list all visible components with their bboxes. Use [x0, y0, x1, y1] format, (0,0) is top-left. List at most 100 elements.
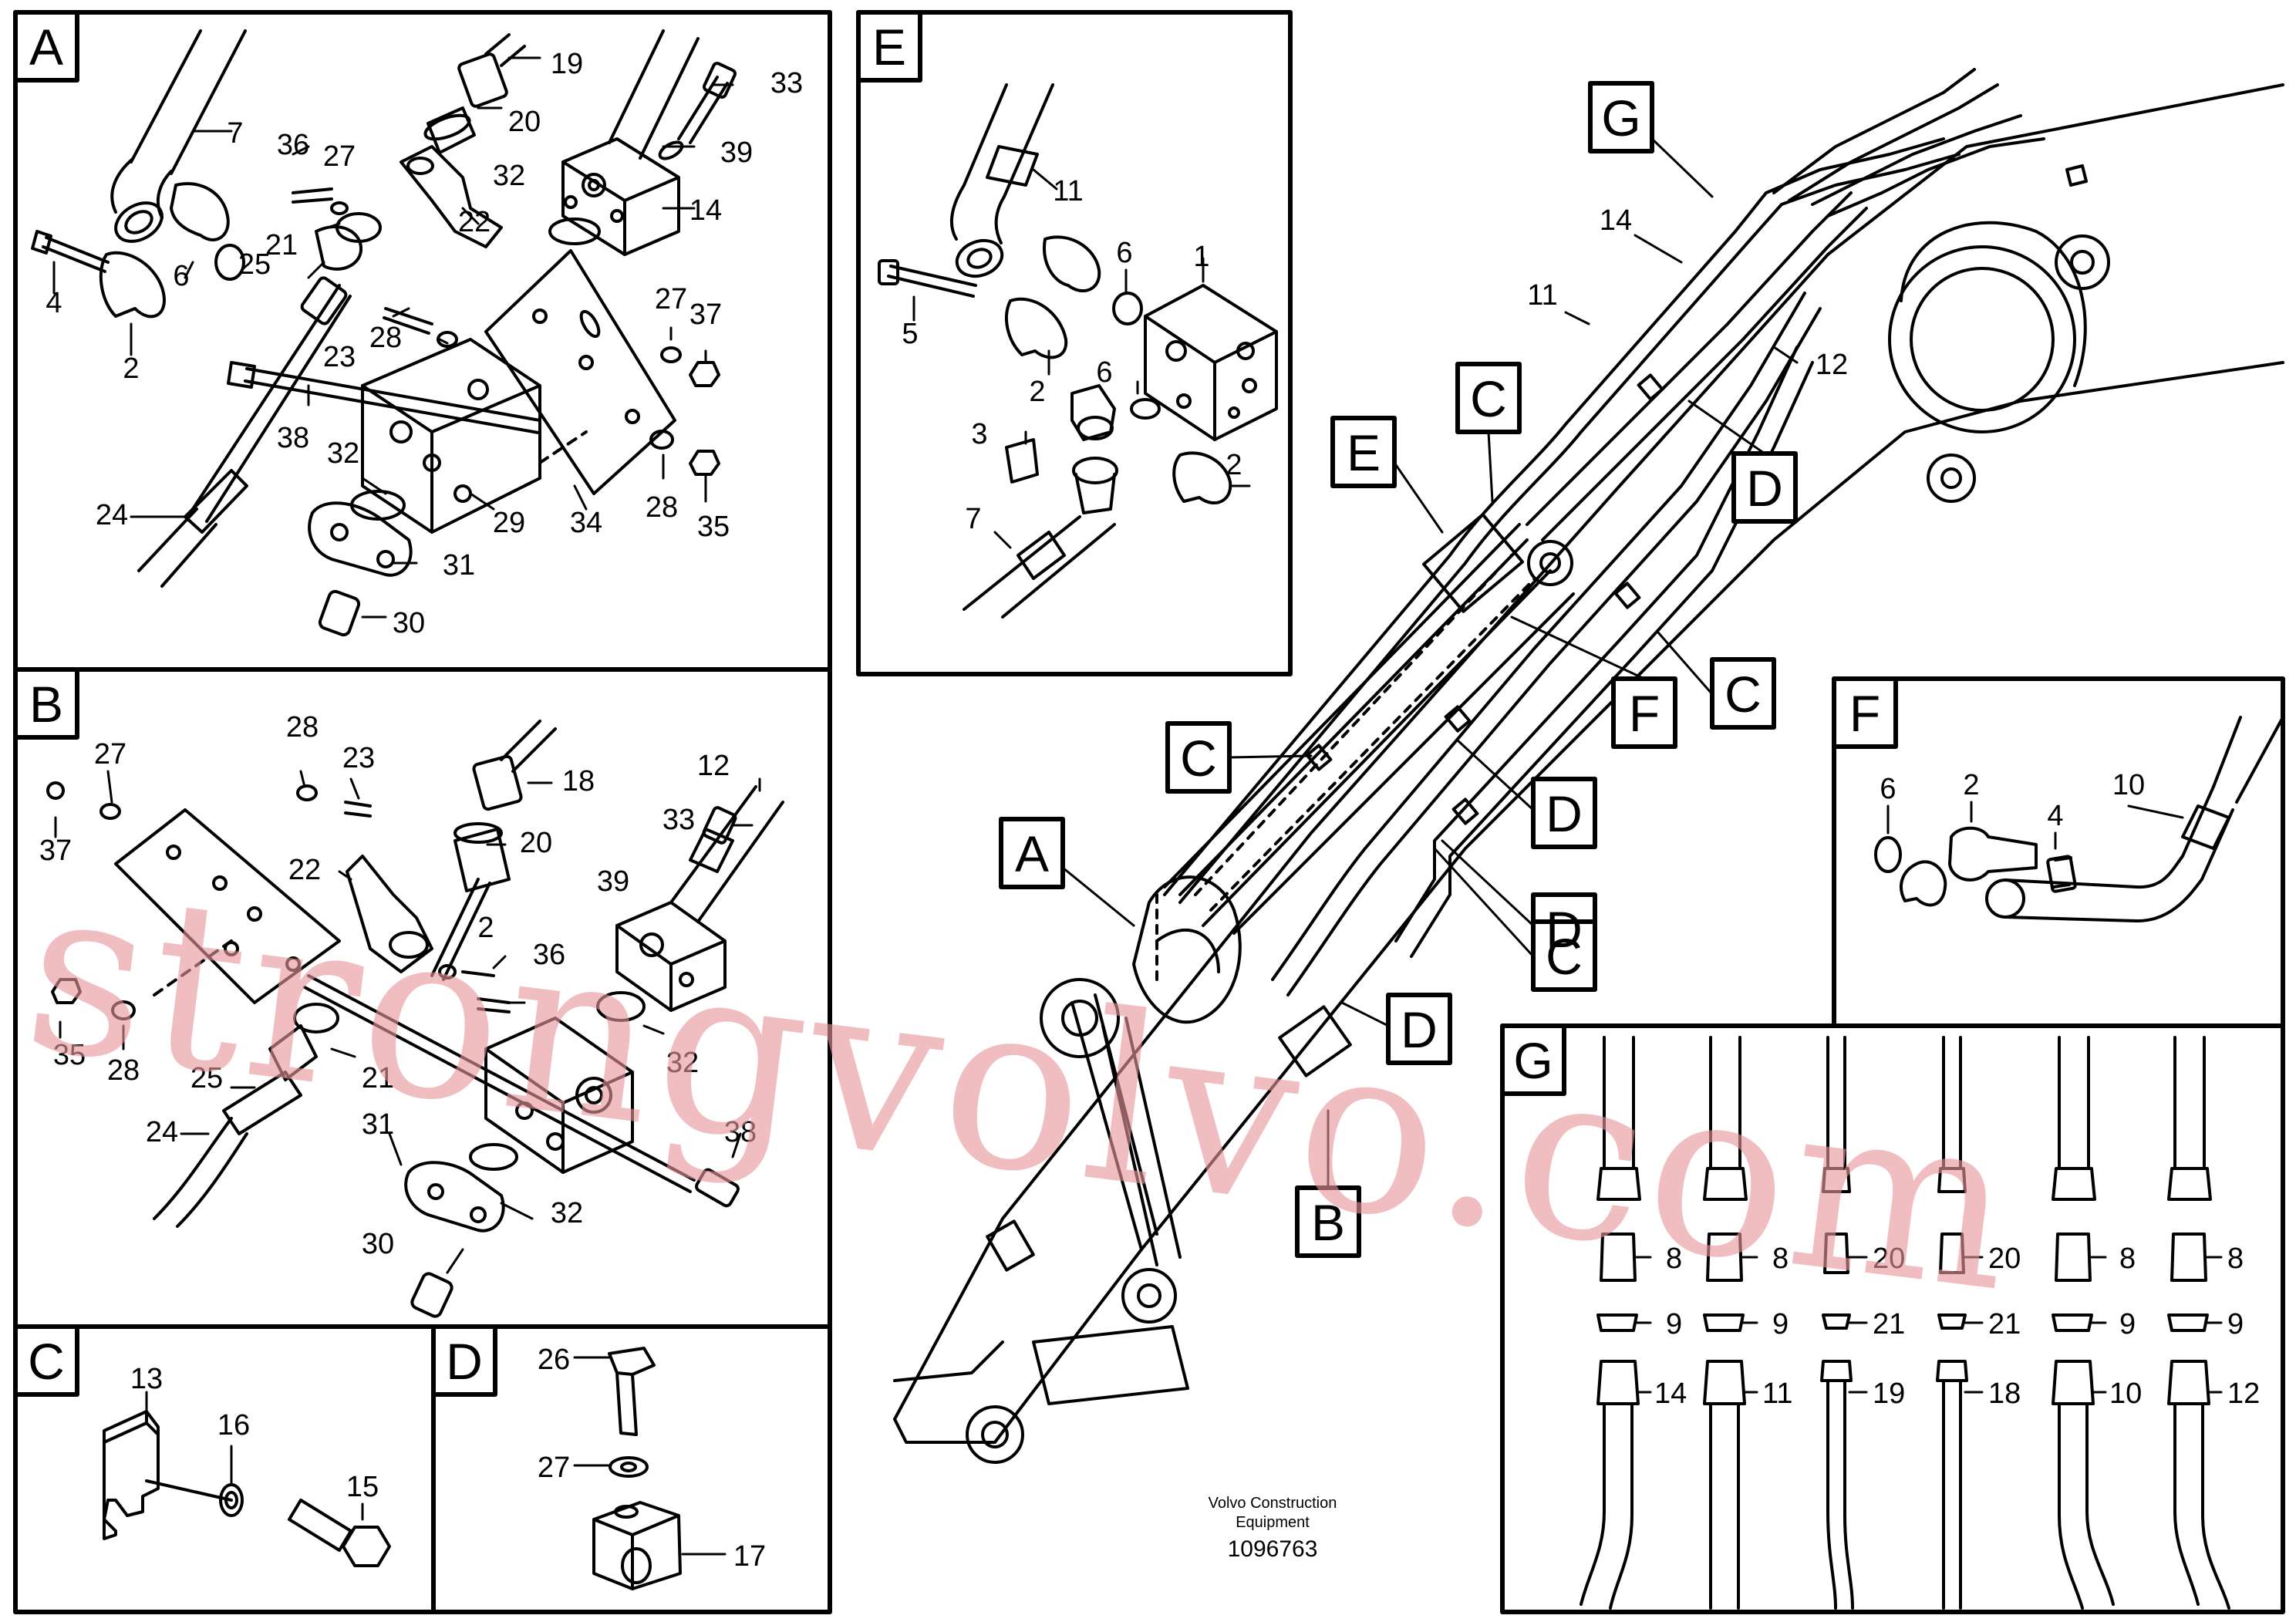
part-callout-number: 27	[538, 1452, 570, 1484]
panel-g-letter: G	[1513, 1032, 1553, 1089]
part-callout-number: 17	[733, 1540, 766, 1573]
part-callout-number: 14	[689, 194, 722, 227]
part-callout-number: 36	[277, 129, 309, 161]
part-callout-number: 21	[1873, 1308, 1905, 1340]
panel-d-leaders	[573, 1356, 727, 1556]
overview-label-f: F	[1629, 685, 1660, 742]
part-callout-number: 6	[1096, 356, 1112, 389]
panel-a-drawing	[31, 29, 737, 637]
part-callout-number: 18	[562, 765, 595, 798]
part-callout-number: 39	[720, 137, 753, 169]
part-callout-number: 2	[123, 352, 139, 385]
panel-g-leaders	[1635, 1256, 2223, 1394]
panel-e-frame	[856, 10, 1293, 676]
panel-a-leaders	[52, 56, 734, 619]
part-callout-number: 21	[265, 229, 298, 261]
part-callout-number: 2	[1029, 376, 1045, 408]
part-callout-number: 6	[1880, 773, 1896, 805]
part-callout-number: 31	[443, 549, 475, 582]
panel-f-leaders	[1886, 801, 2184, 850]
overview-label-leaders	[1061, 137, 1766, 1189]
part-callout-number: 11	[1053, 175, 1083, 207]
panel-f-drawing	[1874, 716, 2284, 923]
panel-b-leaders	[54, 770, 761, 1274]
part-callout-number: 28	[646, 491, 678, 524]
part-callout-number: 33	[770, 67, 803, 99]
overview-label-d-top: D	[1746, 460, 1783, 517]
overview-label-d-bottom: D	[1401, 1001, 1438, 1058]
overview-labels: G C E D C F C D A D C B D	[1015, 89, 1783, 1251]
part-callout-number: 3	[971, 418, 987, 450]
part-callout-number: 15	[346, 1471, 379, 1503]
part-callout-number: 37	[689, 298, 722, 331]
part-callout-number: 28	[107, 1054, 140, 1087]
part-callout-number: 7	[227, 117, 243, 150]
part-callout-number: 39	[597, 865, 629, 898]
part-callout-number: 21	[1988, 1308, 2021, 1340]
panel-e-letter: E	[872, 19, 906, 76]
part-callout-number: 20	[520, 827, 552, 859]
part-callout-number: 10	[2112, 769, 2145, 801]
boom-overview	[893, 68, 2284, 1464]
panel-d-letter: D	[446, 1333, 483, 1390]
panel-f-callouts: 6 2 4 10	[1880, 769, 2145, 832]
part-callout-number: 9	[2227, 1308, 2244, 1340]
part-callout-number: 11	[1762, 1378, 1792, 1410]
part-callout-number: 35	[697, 511, 730, 543]
part-callout-number: 8	[1772, 1243, 1789, 1275]
part-callout-number: 12	[1816, 349, 1848, 381]
part-callout-number: 11	[1527, 279, 1557, 312]
overview-label-c-top: C	[1470, 370, 1507, 427]
part-callout-number: 20	[508, 106, 541, 138]
part-callout-number: 20	[1873, 1243, 1905, 1275]
panel-c-drawing	[103, 1410, 391, 1567]
part-callout-number: 16	[217, 1409, 250, 1442]
part-callout-number: 2	[477, 912, 494, 944]
part-callout-number: 14	[1600, 204, 1632, 237]
panel-d-drawing	[592, 1347, 682, 1590]
part-callout-number: 27	[323, 140, 356, 173]
part-callout-number: 14	[1654, 1378, 1687, 1410]
panel-f-letter: F	[1849, 685, 1880, 742]
part-callout-number: 28	[369, 322, 402, 354]
part-callout-number: 32	[551, 1197, 583, 1229]
panel-g-callouts: 8 8 20 20 8 8 9 9 21 21 9 9 14 11 19 18 …	[1654, 1243, 2260, 1410]
panel-c-leaders	[145, 1391, 364, 1521]
part-callout-number: 35	[53, 1039, 86, 1071]
panel-frames	[13, 10, 2285, 1614]
overview-callout-leaders	[1564, 234, 1799, 364]
part-callout-number: 4	[2047, 800, 2063, 832]
part-callout-number: 7	[965, 503, 981, 535]
panel-c-letter: C	[28, 1333, 65, 1390]
overview-label-b: B	[1311, 1194, 1345, 1251]
footer: Volvo Construction Equipment 1096763	[1209, 1495, 1337, 1562]
part-callout-number: 32	[327, 437, 359, 470]
overview-label-e: E	[1347, 424, 1381, 481]
part-callout-number: 26	[538, 1344, 570, 1376]
part-callout-number: 22	[458, 206, 491, 238]
part-callout-number: 24	[96, 499, 128, 531]
part-callout-number: 34	[570, 507, 602, 539]
part-callout-number: 38	[277, 422, 309, 454]
panel-b-drawing	[46, 720, 784, 1318]
part-callout-number: 28	[286, 711, 319, 744]
company-line-1: Volvo Construction	[1209, 1495, 1337, 1512]
part-callout-number: 8	[2227, 1243, 2244, 1275]
part-callout-number: 33	[663, 804, 695, 836]
panel-a-letter: A	[29, 19, 63, 76]
part-callout-number: 27	[655, 283, 687, 315]
part-callout-number: 2	[1963, 769, 1979, 801]
panel-a-callouts: 7 19 20 33 36 27 39 32 14 21 22 4 6 25 2…	[46, 48, 803, 639]
part-callout-number: 21	[362, 1062, 394, 1094]
part-callout-number: 6	[173, 260, 189, 292]
overview-label-boxes	[999, 81, 1798, 1258]
part-callout-number: 22	[288, 854, 321, 886]
part-callout-number: 37	[39, 835, 72, 867]
part-callout-number: 5	[902, 318, 918, 350]
part-callout-number: 13	[130, 1363, 163, 1395]
overview-label-d-mid: D	[1546, 785, 1583, 842]
part-callout-number: 38	[724, 1116, 757, 1148]
part-callout-number: 24	[146, 1116, 178, 1148]
panel-d-callouts: 26 27 17	[538, 1344, 766, 1573]
